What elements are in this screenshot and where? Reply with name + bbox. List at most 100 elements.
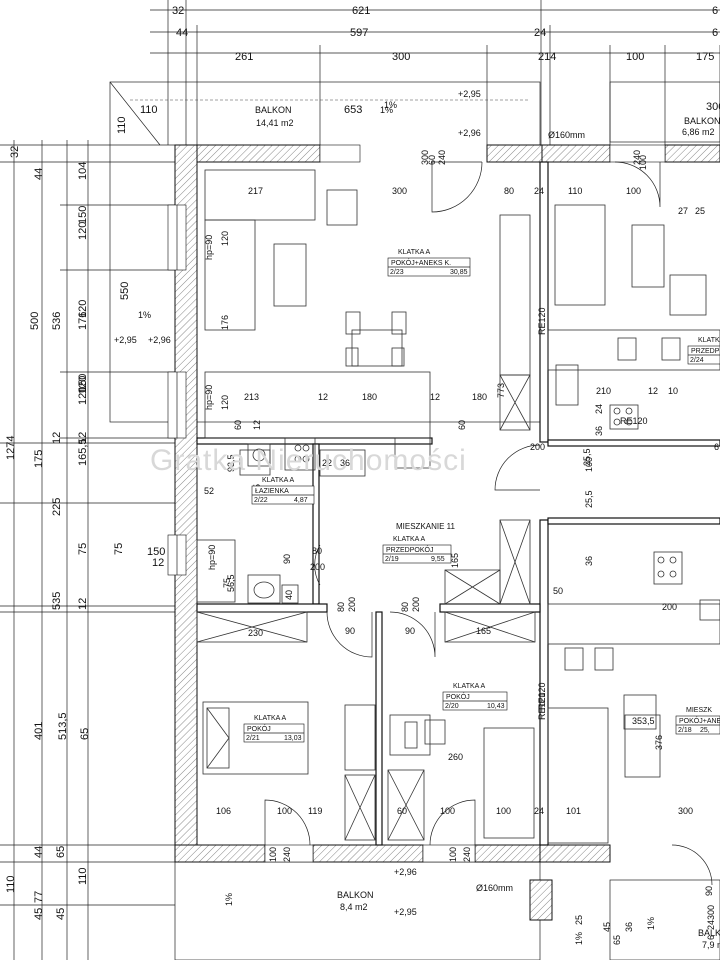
- left-dim-label: 65: [55, 846, 67, 858]
- balcony-bottom: BALKON 8,4 m2: [174, 861, 541, 960]
- apartment-title: MIESZKANIE 11: [396, 522, 456, 531]
- room-label-number: 2/22: [254, 497, 268, 504]
- left-dim-label: 12: [77, 432, 89, 444]
- left-dim-label: 513,5: [57, 712, 69, 740]
- left-dim-label: 401: [33, 722, 45, 740]
- left-dim-label: 104: [77, 162, 89, 180]
- inner-dim-label: 80: [312, 546, 322, 556]
- dim-top-24: 24: [534, 27, 546, 39]
- left-dim-label: 535: [51, 592, 63, 610]
- inner-dim-label: 10: [668, 386, 678, 396]
- inner-dim-label: 24: [534, 806, 544, 816]
- room-label-area: 25,: [700, 727, 710, 734]
- inner-dim-label: 12: [252, 420, 262, 430]
- level-4: +2,96: [148, 335, 171, 345]
- inner-dim-label: 120: [220, 231, 230, 246]
- inner-dim-label: 230: [248, 628, 263, 638]
- room-label: KLATKAPRZEDP2/24: [687, 337, 720, 365]
- inner-dim-label: Ø160mm: [548, 130, 585, 140]
- furniture-bedroom-2: [344, 611, 536, 841]
- inner-dim-label: 40: [284, 590, 294, 600]
- inner-dim-label: 1%: [138, 310, 151, 320]
- inner-dim-label: 217: [248, 186, 263, 196]
- balcony-bottom-label: BALKON: [337, 890, 374, 900]
- inner-dim-label: 75: [222, 578, 232, 588]
- dim-top-44: 44: [176, 27, 188, 39]
- room-label-number: 2/18: [678, 727, 692, 734]
- dim-top-261: 261: [235, 51, 253, 63]
- inner-dim-label: 45: [602, 922, 612, 932]
- watermark: Gratka Nieruchomości: [150, 444, 467, 477]
- inner-dim-label: hp=90: [204, 235, 214, 260]
- inner-dim-label: 12: [430, 392, 440, 402]
- dim-top-214: 214: [538, 51, 556, 63]
- inner-dim-label: 100: [638, 155, 648, 170]
- dim-top-597: 597: [350, 27, 368, 39]
- inner-dim-label: 353,5: [632, 716, 655, 726]
- left-dimension-lines: [0, 140, 175, 960]
- dim-top-6: 6: [712, 5, 718, 17]
- left-dim-label: 150: [147, 546, 165, 558]
- inner-dim-label: 80: [400, 602, 410, 612]
- inner-dim-label: 90: [704, 886, 714, 896]
- level-2: +2,96: [458, 128, 481, 138]
- room-label-number: 2/20: [445, 703, 459, 710]
- left-dim-label: 550: [119, 282, 131, 300]
- inner-dim-label: 101: [566, 806, 581, 816]
- furniture-right: [547, 204, 720, 844]
- inner-dim-label: 80: [504, 186, 514, 196]
- room-label-line2: PRZEDPOKÓJ: [386, 545, 433, 554]
- balcony-bottom-right: BALK 7,9 m: [609, 879, 720, 960]
- left-dim-label: 75: [77, 543, 89, 555]
- balcony-top-right-label: BALKON: [684, 116, 720, 126]
- balcony-top-left-label: BALKON: [255, 105, 292, 115]
- room-label-area: 30,85: [450, 269, 468, 276]
- left-dim-label: 12: [152, 557, 164, 569]
- level-markers: +2,95 +2,96 +2,95 +2,96 +2,96 +2,95: [114, 89, 481, 917]
- inner-dim-label: 50: [553, 586, 563, 596]
- room-label-line2: POKÓJ+ANEKS K.: [391, 258, 451, 267]
- inner-dim-label: 36: [584, 556, 594, 566]
- furniture-hall: [319, 449, 531, 605]
- inner-dim-label: 90: [282, 554, 292, 564]
- inner-dim-label: 93,5: [226, 454, 236, 472]
- inner-dim-label: 12: [648, 386, 658, 396]
- room-label-line1: KLATKA A: [262, 477, 294, 484]
- room-label-area: 13,03: [284, 735, 302, 742]
- inner-dim-label: 110: [568, 186, 582, 196]
- left-dim-label: 1274: [5, 436, 17, 460]
- room-label-number: 2/23: [390, 269, 404, 276]
- inner-dim-label: 52: [204, 486, 214, 496]
- inner-dim-label: 56,5: [226, 574, 236, 592]
- left-dim-label: 45: [33, 908, 45, 920]
- balcony-bottom-area: 8,4 m2: [340, 902, 368, 912]
- level-5: +2,96: [394, 867, 417, 877]
- inner-dim-label: 25,5: [584, 490, 594, 508]
- inner-dim-label: 25: [574, 915, 584, 925]
- left-dim-label: 120: [77, 300, 89, 318]
- inner-dim-label: RE120: [537, 682, 547, 710]
- inner-dim-label: Ø160mm: [476, 883, 513, 893]
- room-label-line1: MIESZK: [686, 707, 712, 714]
- left-dim-label: 150: [77, 206, 89, 224]
- inner-dim-label: 300: [706, 905, 716, 920]
- inner-dim-label: 120: [220, 395, 230, 410]
- inner-dim-label: 260: [448, 752, 463, 762]
- inner-dim-label: 60: [457, 420, 467, 430]
- inner-dim-label: 24: [594, 404, 604, 414]
- furniture-bedroom-1: [196, 611, 309, 775]
- dim-top-300: 300: [392, 51, 410, 63]
- dim-653: 653: [344, 104, 362, 116]
- dim-110-b: 110: [116, 116, 128, 134]
- inner-dim-label: RE120: [620, 416, 648, 426]
- inner-dim-label: 100: [440, 806, 455, 816]
- inner-dim-label: hp=90: [207, 545, 217, 570]
- room-label-line2: PRZEDP: [691, 348, 720, 355]
- exterior-walls: [174, 144, 720, 921]
